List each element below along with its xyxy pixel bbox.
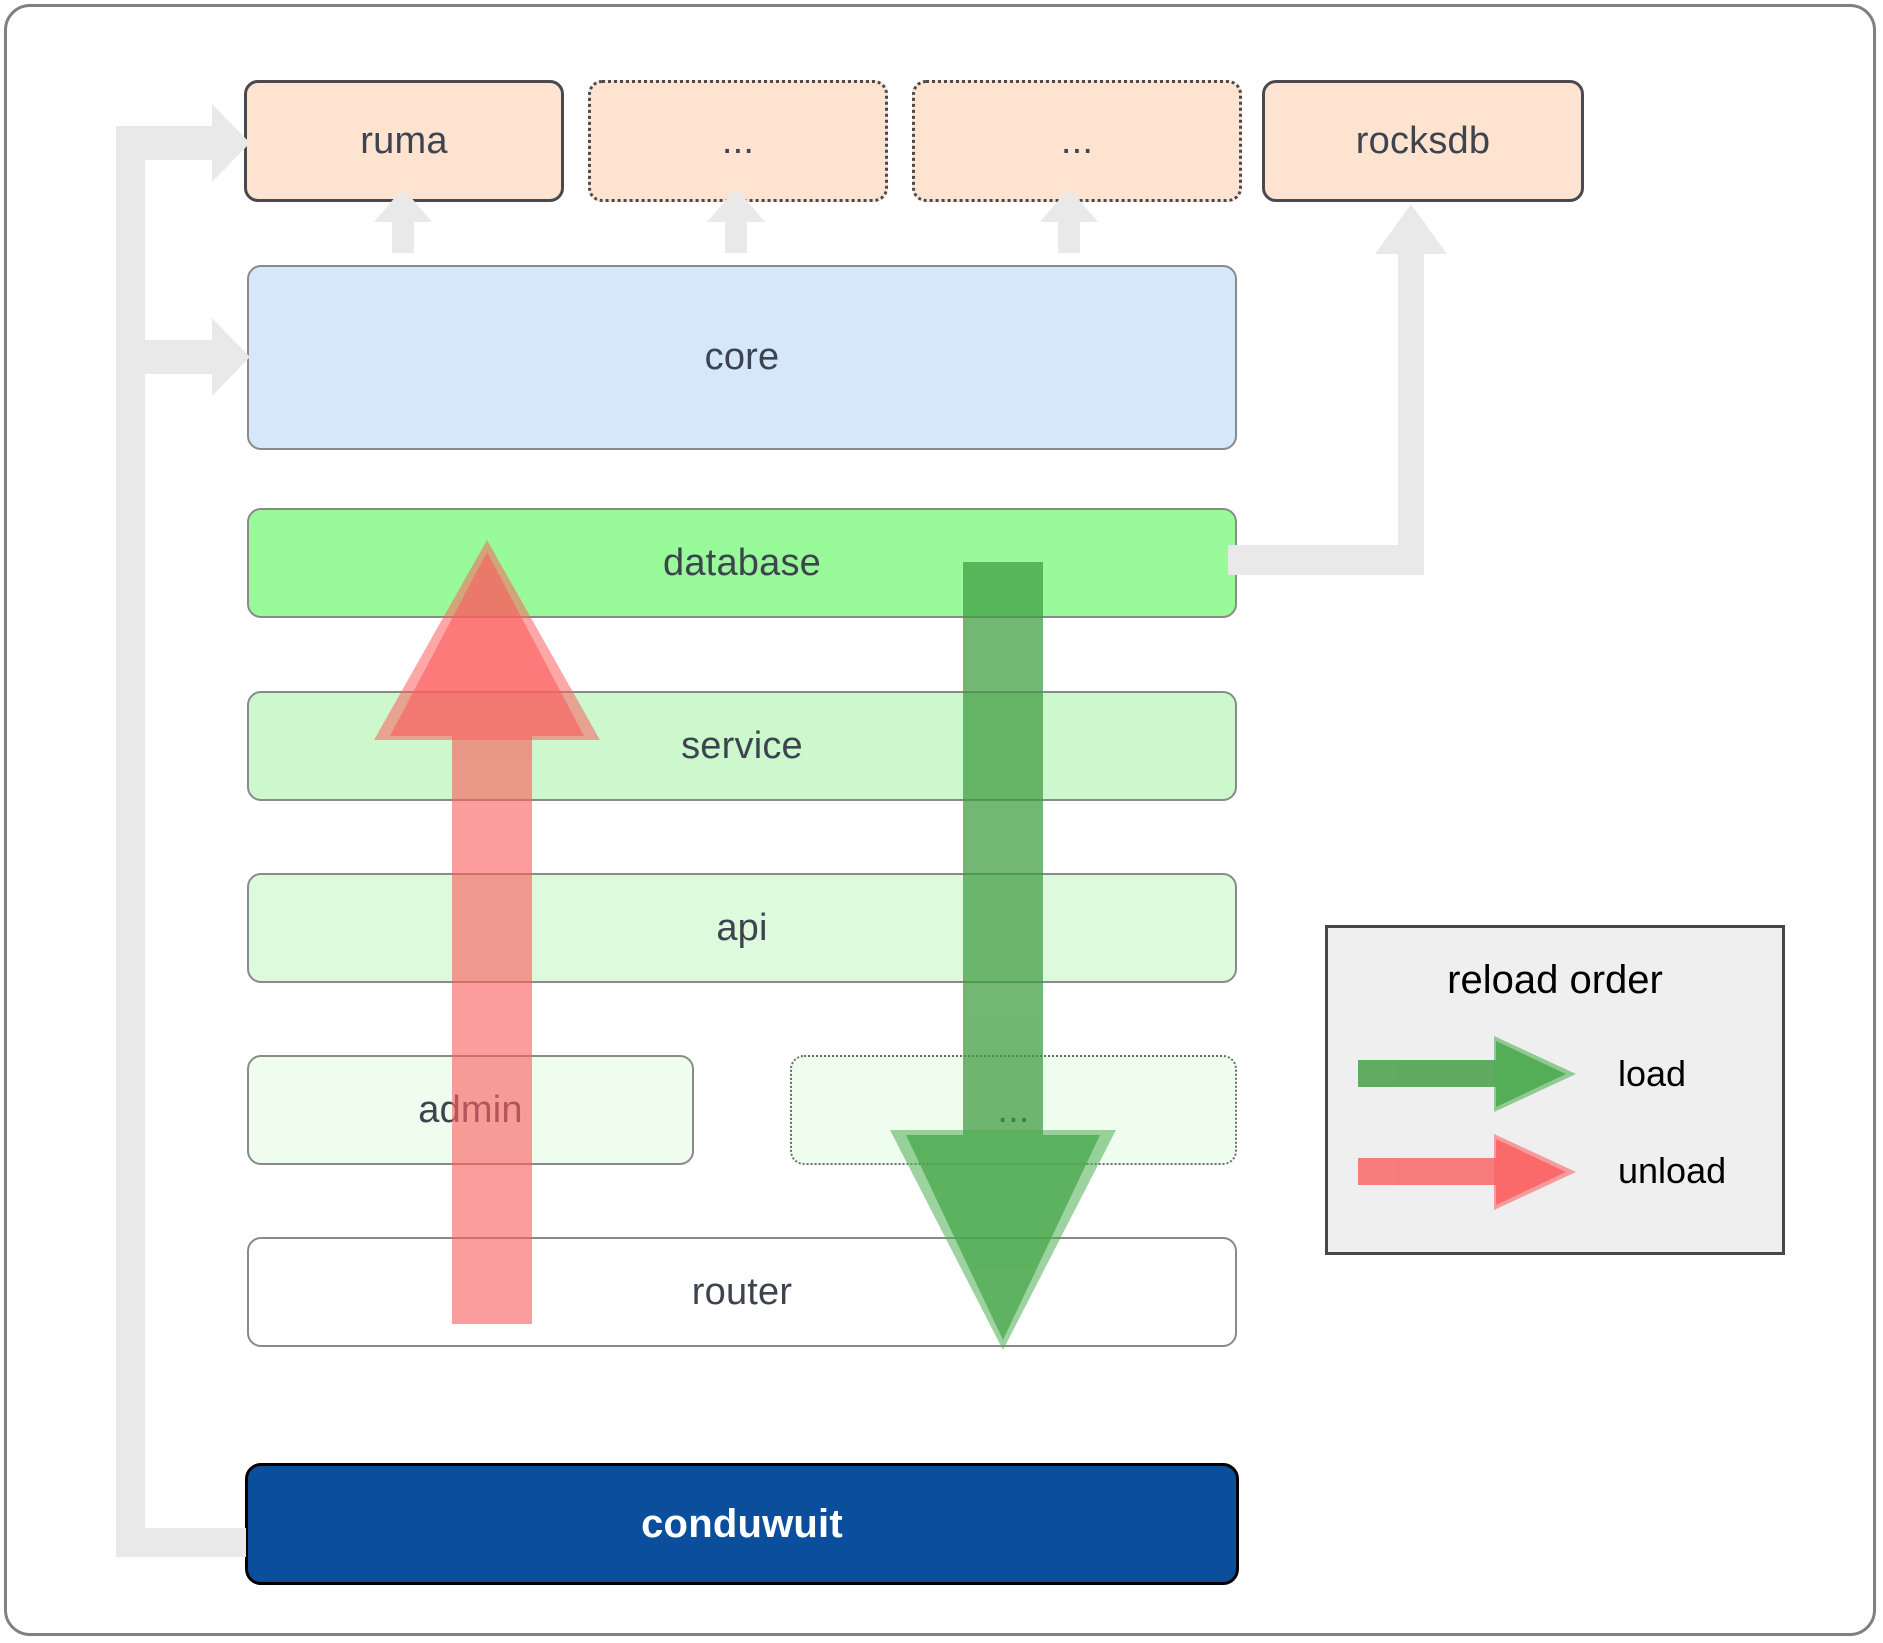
dependency-label: ... (1060, 119, 1094, 162)
legend-panel: reload order load unload (1325, 925, 1785, 1255)
layer-box-service[interactable]: service (247, 691, 1237, 801)
dependency-box-ruma[interactable]: ruma (244, 80, 564, 202)
core-label: core (704, 336, 780, 378)
dependency-label: rocksdb (1355, 119, 1491, 162)
dependency-label: ... (721, 119, 755, 162)
layer-label: database (663, 541, 821, 584)
app-label: conduwuit (641, 1501, 843, 1546)
dependency-label: ruma (360, 119, 448, 162)
layer-label: ... (997, 1088, 1030, 1131)
dependency-box-ellipsis-2[interactable]: ... (912, 80, 1242, 202)
legend-label-unload: unload (1618, 1150, 1727, 1191)
layer-box-database[interactable]: database (247, 508, 1237, 618)
core-box[interactable]: core (247, 265, 1237, 450)
layer-box-api[interactable]: api (247, 873, 1237, 983)
legend-label-load: load (1618, 1053, 1687, 1094)
layer-label: api (716, 906, 768, 949)
legend-load-arrow-icon (1358, 1041, 1566, 1107)
legend-unload-arrow-icon (1358, 1139, 1566, 1205)
layer-box-router[interactable]: router (247, 1237, 1237, 1347)
layer-box-ellipsis[interactable]: ... (790, 1055, 1237, 1165)
layer-label: admin (418, 1088, 523, 1131)
app-box-conduwuit[interactable]: conduwuit (245, 1463, 1239, 1585)
layer-label: service (681, 724, 803, 767)
layer-box-admin[interactable]: admin (247, 1055, 694, 1165)
dependency-box-ellipsis-1[interactable]: ... (588, 80, 888, 202)
legend-title: reload order (1447, 958, 1663, 1002)
dependency-box-rocksdb[interactable]: rocksdb (1262, 80, 1584, 202)
diagram-frame (4, 4, 1876, 1636)
layer-label: router (691, 1270, 793, 1313)
